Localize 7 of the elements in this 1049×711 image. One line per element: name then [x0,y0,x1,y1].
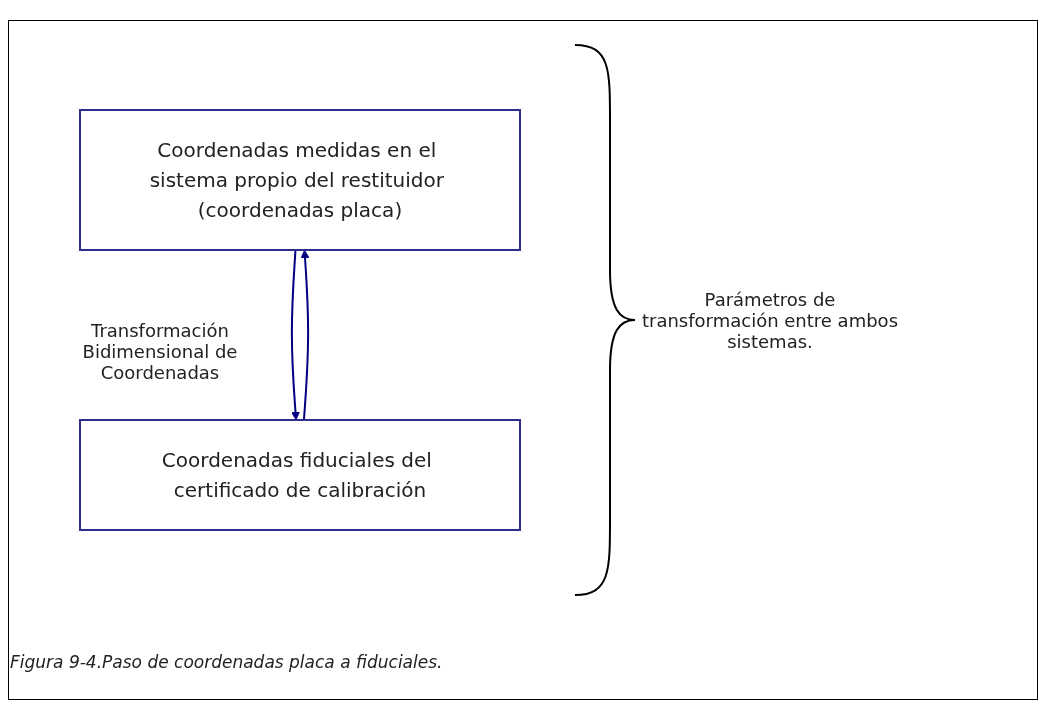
arrow [300,249,310,421]
transformation-label: Transformación Bidimensional de Coordenadas [81,320,239,383]
bracket-note: Parámetros de transformación entre ambos sistemas. [640,288,899,352]
node-box: Coordenadas medidas en el sistema propio del restituidor (coordenadas placa) [79,109,521,251]
node-box: Coordenadas fiduciales del certificado de calibración [79,419,521,531]
arrow [290,249,300,421]
figure-caption: Figura 9-4.Paso de coordenadas placa a fiduciales. [10,652,443,672]
